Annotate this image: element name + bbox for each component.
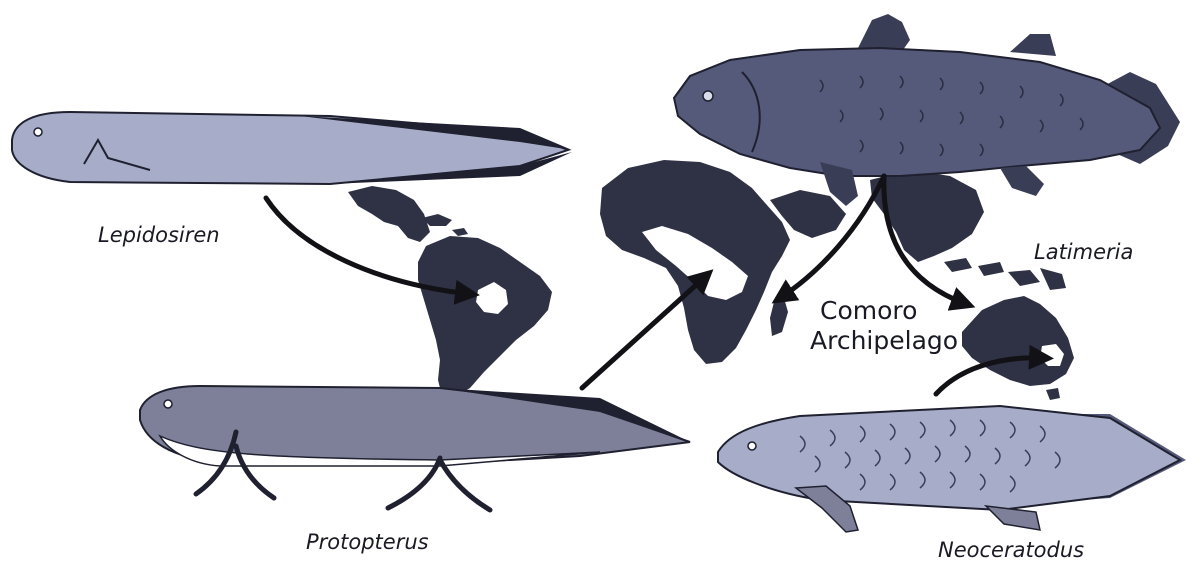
protopterus-fish bbox=[140, 386, 690, 510]
australia-landmass bbox=[962, 296, 1074, 386]
comoro-label-line2: Archipelago bbox=[810, 326, 958, 356]
neoceratodus-fish bbox=[718, 406, 1186, 532]
madagascar-island bbox=[770, 298, 788, 336]
lepidosiren-fish bbox=[12, 112, 572, 184]
neoceratodus-body bbox=[718, 406, 1180, 510]
tasmania-island bbox=[1046, 388, 1060, 400]
latimeria-second-dorsal-fin bbox=[1010, 34, 1056, 56]
latimeria-label: Latimeria bbox=[1034, 240, 1133, 264]
latimeria-body bbox=[674, 48, 1160, 176]
protopterus-eye bbox=[164, 400, 172, 408]
arrow-protopterus-to-africa bbox=[582, 276, 706, 388]
comoro-label-line1: Comoro bbox=[810, 296, 958, 326]
protopterus-label: Protopterus bbox=[306, 530, 429, 554]
world-map bbox=[348, 160, 1074, 400]
lepidosiren-eye bbox=[34, 128, 42, 136]
neoceratodus-label: Neoceratodus bbox=[938, 538, 1084, 562]
latimeria-pelvic-fin bbox=[1000, 166, 1044, 196]
neoceratodus-eye bbox=[748, 442, 756, 450]
central-america-landmass bbox=[348, 186, 430, 242]
comoro-archipelago-label: Comoro Archipelago bbox=[810, 296, 958, 356]
south-america-landmass bbox=[418, 236, 552, 396]
lepidosiren-label: Lepidosiren bbox=[98, 223, 220, 247]
latimeria-eye bbox=[703, 91, 713, 101]
neoceratodus-pelvic-fin bbox=[986, 506, 1040, 530]
africa-landmass bbox=[600, 160, 790, 364]
